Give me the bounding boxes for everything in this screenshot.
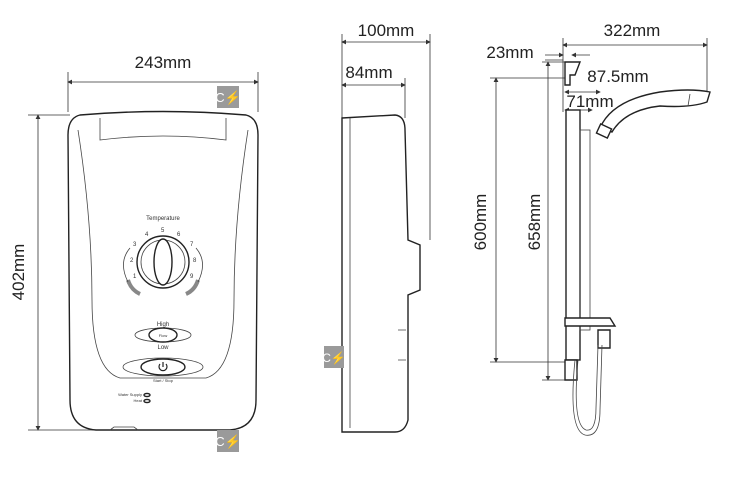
shower-hose	[572, 344, 603, 436]
power-icon	[158, 363, 168, 372]
heat-label: Heat	[134, 398, 143, 403]
dial-number: 5	[161, 228, 165, 234]
temperature-label: Temperature	[146, 216, 180, 222]
projection-label: 322mm	[604, 21, 661, 40]
shower-handset[interactable]	[595, 89, 711, 139]
cable-entry-icon: C⚡	[322, 346, 346, 368]
water-supply-label: Water Supply	[118, 392, 142, 397]
body-depth-label: 84mm	[345, 63, 392, 82]
dial-number: 1	[133, 274, 137, 280]
width-label: 243mm	[135, 53, 192, 72]
heat-indicator	[143, 398, 151, 404]
dial-number: 4	[145, 232, 149, 238]
dial-number: 9	[190, 274, 194, 280]
height-label: 402mm	[9, 244, 28, 301]
rail-height-label: 600mm	[471, 194, 490, 251]
depth-label: 100mm	[358, 21, 415, 40]
svg-text:C⚡: C⚡	[215, 90, 241, 106]
front-view: 243mm 402mm Temperature 1 2 3 4 5 6 7 8 …	[9, 53, 259, 452]
dial-number: 6	[177, 232, 181, 238]
riser-view: 322mm 23mm 87.5mm 71mm 600mm 658mm	[471, 21, 711, 436]
side-view: 100mm 84mm C⚡	[322, 21, 431, 433]
flow-label: Flow	[159, 333, 168, 338]
offset-71-label: 71mm	[566, 92, 613, 111]
start-stop-label: Start / Stop	[153, 378, 174, 383]
shower-body-side	[341, 114, 421, 433]
dial-number: 8	[193, 258, 197, 264]
temperature-dial[interactable]	[123, 235, 203, 296]
start-stop-button[interactable]	[122, 357, 204, 377]
svg-text:C⚡: C⚡	[215, 434, 241, 450]
cable-entry-icon: C⚡	[215, 86, 241, 108]
dial-number: 7	[190, 242, 194, 248]
water-supply-indicator	[143, 392, 151, 398]
high-label: High	[157, 322, 169, 328]
bracket-label: 23mm	[486, 43, 533, 62]
dial-number: 2	[130, 258, 134, 264]
total-height-label: 658mm	[525, 194, 544, 251]
dial-number: 3	[133, 242, 137, 248]
flow-button[interactable]	[134, 327, 192, 343]
low-label: Low	[157, 345, 169, 351]
cable-entry-icon: C⚡	[215, 430, 241, 452]
offset-87-5-label: 87.5mm	[587, 67, 648, 86]
riser-rail	[564, 61, 617, 381]
svg-text:C⚡: C⚡	[322, 351, 346, 365]
